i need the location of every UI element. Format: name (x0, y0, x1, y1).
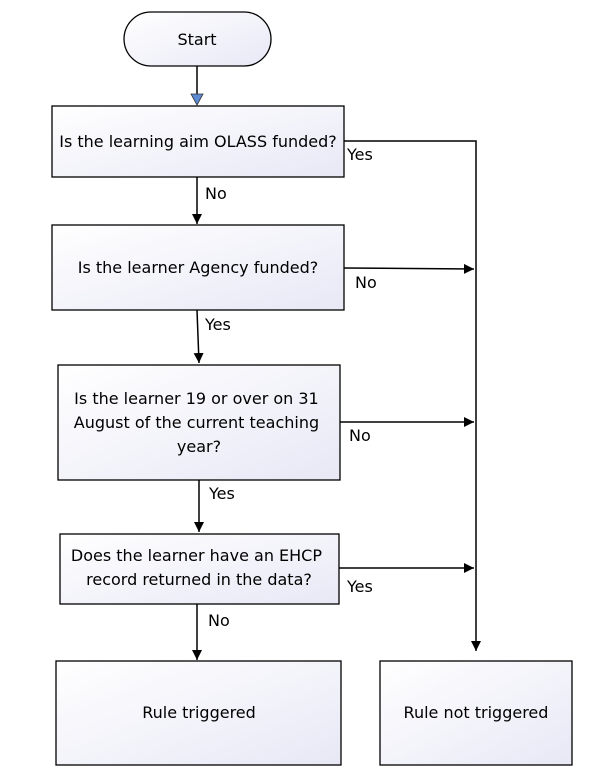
decision-age-19-line-3: year? (177, 437, 221, 456)
label-d3-no: No (349, 426, 371, 445)
decision-ehcp-box (59, 533, 340, 605)
connector-d2-no (343, 263, 475, 274)
connector-start-arrowhead (190, 93, 204, 106)
decision-age-19-box (57, 364, 341, 481)
decision-agency-funded-line-1: Is the learner Agency funded? (78, 258, 319, 277)
decision-ehcp-line-2: record returned in the data? (86, 570, 312, 589)
label-d2-no: No (355, 273, 377, 292)
label-d1-no: No (205, 184, 227, 203)
label-d2-yes: Yes (204, 315, 231, 334)
label-d3-yes: Yes (208, 484, 235, 503)
decision-ehcp-line-1: Does the learner have an EHCP (71, 546, 322, 565)
decision-age-19-text: Is the learner 19 or over on 31 August o… (74, 389, 324, 456)
decision-age-19-line-1: Is the learner 19 or over on 31 (74, 389, 319, 408)
decision-olass-funded-box (51, 105, 345, 178)
label-d1-yes: Yes (346, 145, 373, 164)
outcome-rule-not-triggered-label: Rule not triggered (404, 703, 549, 722)
outcome-rule-triggered-label: Rule triggered (142, 703, 256, 722)
connector-d2-yes (193, 309, 204, 364)
decision-olass-funded-line-1: Is the learning aim OLASS funded? (59, 132, 337, 151)
outcome-rule-not-triggered-box (379, 660, 573, 766)
start-label: Start (177, 30, 216, 49)
decision-olass-funded-text: Is the learning aim OLASS funded? (59, 132, 337, 151)
outcome-rule-triggered-box (55, 660, 342, 766)
label-d4-yes: Yes (346, 577, 373, 596)
decision-agency-funded-text: Is the learner Agency funded? (78, 258, 319, 277)
label-d4-no: No (208, 611, 230, 630)
decision-agency-funded-box (51, 224, 345, 311)
connector-d1-yes (344, 140, 481, 651)
decision-ehcp-text: Does the learner have an EHCP record ret… (71, 546, 327, 589)
decision-age-19-line-2: August of the current teaching (74, 413, 319, 432)
